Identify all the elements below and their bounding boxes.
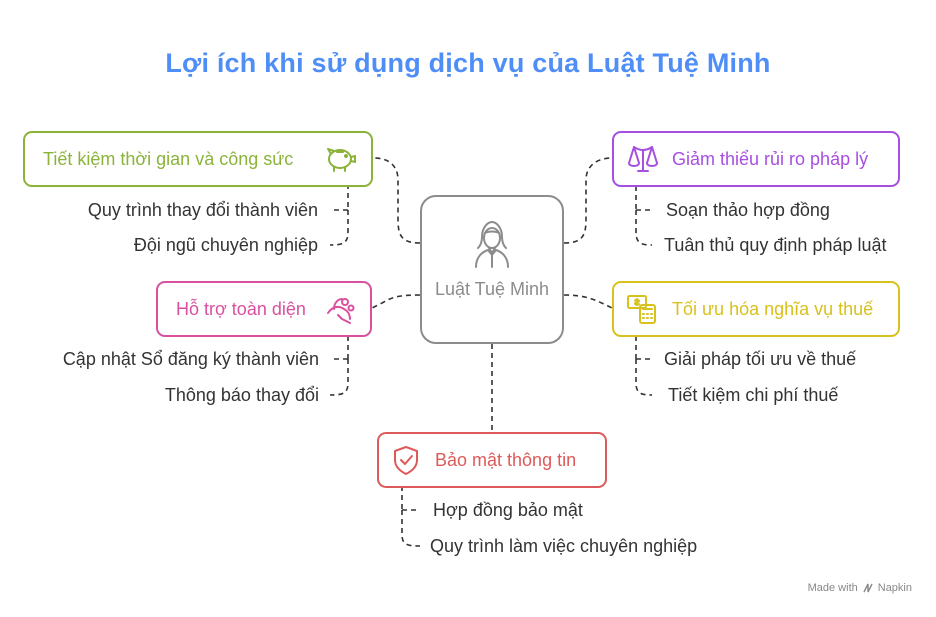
branch-tax-item-2: Tiết kiệm chi phí thuế xyxy=(668,385,839,405)
branch-time-item-1: Quy trình thay đổi thành viên xyxy=(87,200,318,220)
branch-tax[interactable]: Tối ưu hóa nghĩa vụ thuế xyxy=(612,281,900,337)
shield-check-icon xyxy=(394,446,418,475)
piggy-bank-icon xyxy=(327,148,356,172)
branch-support[interactable]: Hỗ trợ toàn diện xyxy=(156,281,372,337)
lawyer-person-icon xyxy=(475,221,509,268)
branch-risk-item-2: Tuân thủ quy định pháp luật xyxy=(664,235,887,255)
connector-tax xyxy=(563,294,613,309)
connector-tax-items xyxy=(635,336,653,396)
branch-risk-item-1: Soạn thảo hợp đồng xyxy=(666,200,830,220)
branch-time-label: Tiết kiệm thời gian và công sức xyxy=(43,148,294,169)
center-label: Luật Tuệ Minh xyxy=(434,279,550,299)
branch-security-label: Bảo mật thông tin xyxy=(435,449,577,470)
branch-risk-label: Giảm thiểu rủi ro pháp lý xyxy=(672,148,869,169)
napkin-logo-icon xyxy=(863,583,873,593)
footer-attribution: Made with Napkin xyxy=(808,582,912,594)
branch-support-item-2: Thông báo thay đổi xyxy=(164,385,319,405)
branch-tax-item-1: Giải pháp tối ưu về thuế xyxy=(664,349,857,369)
connector-support xyxy=(371,294,421,309)
connector-security-items xyxy=(401,486,421,547)
branch-risk[interactable]: Giảm thiểu rủi ro pháp lý xyxy=(612,131,900,187)
connector-time-items xyxy=(329,184,349,246)
scales-icon xyxy=(628,146,658,172)
center-node[interactable]: Luật Tuệ Minh xyxy=(420,195,564,344)
branch-time[interactable]: Tiết kiệm thời gian và công sức xyxy=(23,131,373,187)
branch-security[interactable]: Bảo mật thông tin xyxy=(377,432,607,488)
connector-risk-items xyxy=(635,186,653,246)
branch-time-item-2: Đội ngũ chuyên nghiệp xyxy=(133,235,318,255)
diagram-title: Lợi ích khi sử dụng dịch vụ của Luật Tuệ… xyxy=(165,48,771,78)
helping-hand-icon xyxy=(327,298,355,324)
branch-security-item-2: Quy trình làm việc chuyên nghiệp xyxy=(430,536,698,556)
calculator-money-icon xyxy=(627,295,656,324)
branch-tax-label: Tối ưu hóa nghĩa vụ thuế xyxy=(672,298,874,319)
branch-security-item-1: Hợp đồng bảo mật xyxy=(433,500,583,520)
footer-brand: Napkin xyxy=(877,582,912,594)
branch-support-item-1: Cập nhật Sổ đăng ký thành viên xyxy=(62,349,319,369)
connector-risk xyxy=(563,157,613,244)
connector-time xyxy=(373,157,421,244)
footer-made-with: Made with xyxy=(807,582,858,594)
connector-support-items xyxy=(329,336,349,396)
branch-support-label: Hỗ trợ toàn diện xyxy=(176,298,306,319)
